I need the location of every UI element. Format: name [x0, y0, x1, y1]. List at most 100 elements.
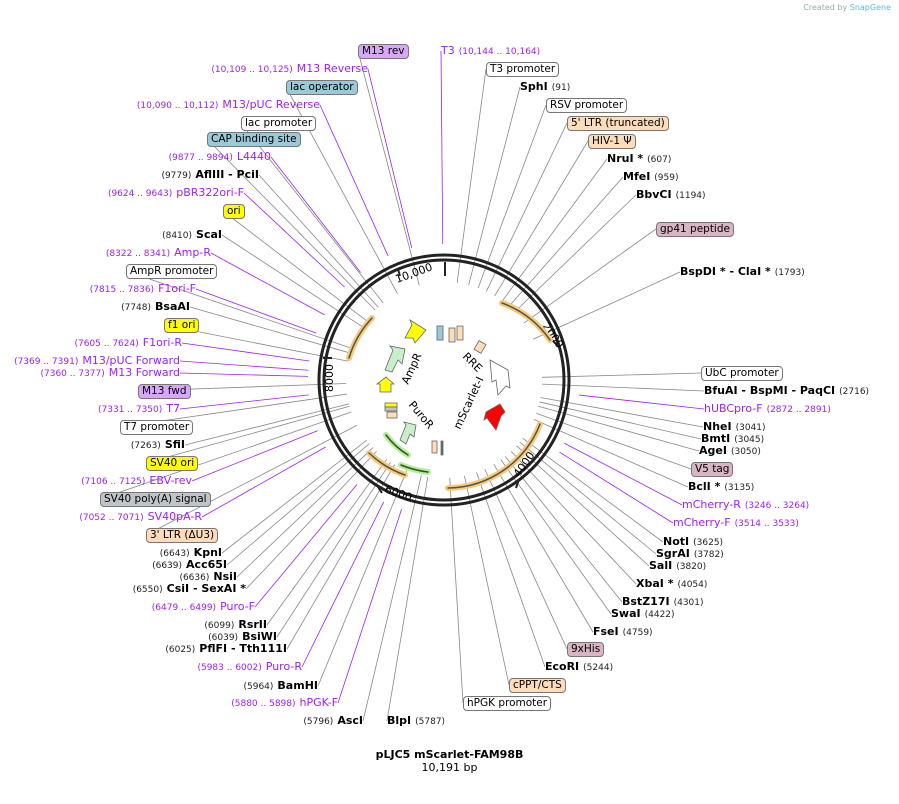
label-pflfi[interactable]: (6025)PflFI - Tth111I	[161, 642, 287, 657]
label-t7prom[interactable]: T7 promoter	[120, 420, 194, 435]
position: (7815 .. 7836)	[89, 285, 155, 295]
label-bsaai[interactable]: (7748)BsaAI	[117, 300, 190, 315]
label-ori[interactable]: ori	[223, 204, 245, 219]
position: (6479 .. 6499)	[151, 603, 217, 613]
label-f1ori[interactable]: f1 ori	[164, 318, 200, 333]
primer-name: M13/pUC Forward	[82, 354, 180, 367]
label-bsiwi[interactable]: (6039)BsiWI	[204, 630, 277, 645]
label-gp41[interactable]: gp41 peptide	[656, 222, 734, 237]
label-bamhi[interactable]: (5964)BamHI	[239, 679, 318, 694]
label-amprprom[interactable]: AmpR promoter	[126, 264, 218, 279]
label-bcli[interactable]: BclI *(3135)	[688, 480, 758, 495]
label-sv40ori[interactable]: SV40 ori	[146, 456, 199, 471]
label-noti[interactable]: NotI(3625)	[663, 535, 727, 550]
label-hpgkf[interactable]: (5880 .. 5898)hPGK-F	[227, 696, 338, 711]
label-hubc[interactable]: hUBCpro-F(2872 .. 2891)	[704, 402, 835, 417]
position: (6636)	[179, 573, 210, 583]
label-cap[interactable]: CAP binding site	[207, 132, 301, 147]
label-bfuai[interactable]: BfuAI - BspMI - PaqCI(2716)	[704, 384, 873, 399]
label-rsv[interactable]: RSV promoter	[546, 98, 628, 113]
label-fsei[interactable]: FseI(4759)	[593, 625, 657, 640]
label-ltr5[interactable]: 5' LTR (truncated)	[567, 116, 669, 131]
enzyme-name: SfiI	[164, 438, 185, 451]
enzyme-name: CsiI - SexAI *	[166, 582, 246, 595]
label-ecori[interactable]: EcoRI(5244)	[545, 660, 617, 675]
enzyme-name: Acc65I	[186, 558, 227, 571]
label-nsii[interactable]: (6636)NsiI	[175, 570, 237, 585]
label-sgrai[interactable]: SgrAI(3782)	[656, 547, 728, 562]
label-ampr_primer[interactable]: (8322 .. 8341)Amp-R	[102, 246, 211, 261]
label-rsrii[interactable]: (6099)RsrII	[200, 618, 267, 633]
label-ubc[interactable]: UbC promoter	[701, 366, 783, 381]
label-ebv[interactable]: (7106 .. 7125)EBV-rev	[77, 474, 192, 489]
label-asci[interactable]: (5796)AscI	[299, 714, 363, 729]
label-lacprom[interactable]: lac promoter	[241, 116, 317, 131]
label-sali[interactable]: SalI(3820)	[649, 559, 710, 574]
label-hpgkprom[interactable]: hPGK promoter	[463, 696, 552, 711]
label-t3[interactable]: T3(10,144 .. 10,164)	[441, 44, 544, 59]
label-sv40pa[interactable]: SV40 poly(A) signal	[100, 492, 211, 507]
label-sphi[interactable]: SphI(91)	[520, 80, 574, 95]
position: (7605 .. 7624)	[74, 339, 139, 349]
label-mcherryf[interactable]: mCherry-F(3514 .. 3533)	[673, 516, 803, 531]
label-csii[interactable]: (6550)CsiI - SexAI *	[129, 582, 246, 597]
label-afliii[interactable]: (9779)AflIII - PciI	[157, 168, 259, 183]
label-nhei[interactable]: NheI(3041)	[703, 420, 770, 435]
backbone	[317, 253, 571, 507]
label-sv40par[interactable]: (7052 .. 7071)SV40pA-R	[75, 510, 202, 525]
label-f1orif[interactable]: (7815 .. 7836)F1ori-F	[86, 282, 196, 297]
label-agei[interactable]: AgeI(3050)	[699, 444, 765, 459]
label-acc65i[interactable]: (6639)Acc65I	[148, 558, 227, 573]
enzyme-name: BlpI	[387, 714, 412, 727]
label-pbr322[interactable]: (9624 .. 9643)pBR322ori-F	[104, 186, 244, 201]
label-cppt[interactable]: cPPT/CTS	[509, 678, 566, 693]
label-bstz17i[interactable]: BstZ17I(4301)	[622, 595, 708, 610]
label-bbvci[interactable]: BbvCI(1194)	[636, 188, 710, 203]
position: (7331 .. 7350)	[98, 405, 163, 415]
label-mfei[interactable]: MfeI(959)	[623, 170, 683, 185]
label-xbai[interactable]: XbaI *(4054)	[636, 577, 711, 592]
ltr5-block	[448, 327, 456, 343]
label-f1orir[interactable]: (7605 .. 7624)F1ori-R	[70, 336, 182, 351]
label-purof[interactable]: (6479 .. 6499)Puro-F	[148, 600, 255, 615]
label-m13fwd[interactable]: M13 fwd	[138, 384, 191, 399]
label-blpi[interactable]: BlpI(5787)	[387, 714, 449, 729]
position: (1194)	[675, 191, 706, 201]
feature-name: ori	[227, 205, 241, 217]
label-his[interactable]: 9xHis	[567, 642, 605, 657]
ubc-arrow	[489, 359, 511, 396]
lac-block	[436, 325, 444, 341]
label-t7[interactable]: (7331 .. 7350)T7	[94, 402, 180, 417]
label-mcherryr[interactable]: mCherry-R(3246 .. 3264)	[682, 498, 813, 513]
feature-name: hPGK promoter	[467, 697, 548, 709]
position: (4301)	[673, 598, 704, 608]
enzyme-name: BbvCI	[636, 188, 672, 201]
plasmid-name: pLJC5 mScarlet-FAM98B	[375, 748, 524, 761]
label-m13puc_rev[interactable]: (10,090 .. 10,112)M13/pUC Reverse	[133, 98, 320, 113]
label-scai[interactable]: (8410)ScaI	[158, 228, 222, 243]
label-bspdi[interactable]: BspDI * - ClaI *(1793)	[680, 265, 809, 280]
label-m13rev[interactable]: M13 rev	[358, 44, 409, 59]
label-swai[interactable]: SwaI(4422)	[611, 607, 679, 622]
position: (6643)	[159, 549, 190, 559]
label-l4440[interactable]: (9877 .. 9894)L4440	[165, 150, 271, 165]
label-m13forward[interactable]: (7360 .. 7377)M13 Forward	[36, 366, 180, 381]
label-m13puc_fwd[interactable]: (7369 .. 7391)M13/pUC Forward	[10, 354, 180, 369]
position: (3782)	[693, 550, 724, 560]
label-kpni[interactable]: (6643)KpnI	[156, 546, 222, 561]
feature-name: T3 promoter	[490, 63, 556, 75]
label-sfii[interactable]: (7263)SfiI	[127, 438, 185, 453]
label-v5[interactable]: V5 tag	[691, 462, 734, 477]
position: (7052 .. 7071)	[79, 513, 144, 523]
label-ltr3[interactable]: 3' LTR (ΔU3)	[146, 528, 219, 543]
label-puror_primer[interactable]: (5983 .. 6002)Puro-R	[193, 660, 302, 675]
label-hiv[interactable]: HIV-1 Ψ	[588, 134, 636, 149]
enzyme-name: RsrII	[238, 618, 267, 631]
label-t3prom[interactable]: T3 promoter	[486, 62, 560, 77]
enzyme-name: SwaI	[611, 607, 641, 620]
label-lacop[interactable]: lac operator	[286, 80, 358, 95]
sv40-yellow	[384, 402, 398, 408]
label-m13reverse[interactable]: (10,109 .. 10,125)M13 Reverse	[207, 62, 368, 77]
label-nrui[interactable]: NruI *(607)	[607, 152, 675, 167]
label-bmti[interactable]: BmtI(3045)	[701, 432, 768, 447]
